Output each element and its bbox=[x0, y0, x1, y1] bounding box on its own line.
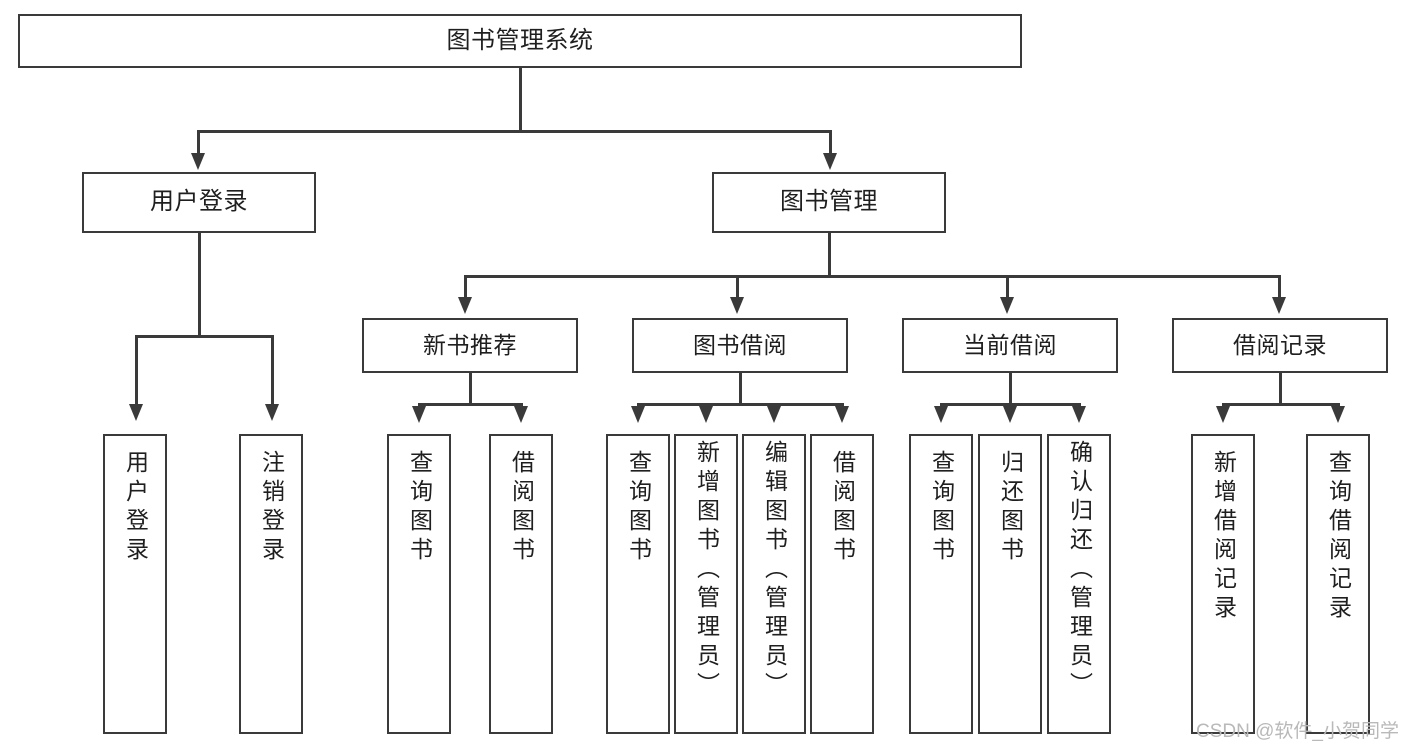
node-leaf-borrow-book-2[interactable]: 借阅图书 bbox=[810, 434, 874, 734]
connector-book-manage-bus bbox=[464, 275, 1280, 278]
node-leaf-return-book[interactable]: 归还图书 bbox=[978, 434, 1042, 734]
arrow-to-leaf-borrow-book-1 bbox=[514, 406, 528, 423]
connector-user-login-stem bbox=[198, 233, 201, 337]
connector-new-book-recommend-bus bbox=[418, 403, 522, 406]
connector-root-to-book-manage bbox=[829, 130, 832, 158]
node-label: 图书管理 bbox=[780, 188, 878, 216]
node-leaf-query-record[interactable]: 查询借阅记录 bbox=[1306, 434, 1370, 734]
arrow-to-leaf-confirm-return bbox=[1072, 406, 1086, 423]
node-label: 新增借阅记录 bbox=[1210, 450, 1237, 624]
node-label: 借阅记录 bbox=[1233, 331, 1327, 358]
node-label: 图书管理系统 bbox=[446, 26, 594, 54]
arrow-to-leaf-add-book bbox=[699, 406, 713, 423]
connector-to-new-book-recommend bbox=[464, 275, 467, 301]
connector-root-stem bbox=[519, 68, 522, 132]
node-label: 用户登录 bbox=[150, 188, 248, 216]
arrow-to-book-borrow bbox=[730, 297, 744, 314]
arrow-root-to-user-login bbox=[191, 153, 205, 170]
connector-to-book-borrow bbox=[736, 275, 739, 301]
node-leaf-edit-book[interactable]: 编辑图书（管理员） bbox=[742, 434, 806, 734]
node-label: 借阅图书 bbox=[508, 450, 535, 566]
node-borrow-record[interactable]: 借阅记录 bbox=[1172, 318, 1388, 373]
node-label: 查询图书 bbox=[406, 450, 433, 566]
node-label: 当前借阅 bbox=[963, 331, 1057, 358]
node-leaf-borrow-book-1[interactable]: 借阅图书 bbox=[489, 434, 553, 734]
node-book-manage[interactable]: 图书管理 bbox=[712, 172, 946, 233]
connector-user-login-drop-2 bbox=[271, 335, 274, 409]
node-leaf-user-login[interactable]: 用户登录 bbox=[103, 434, 167, 734]
csdn-watermark: CSDN @软件_小贺同学 bbox=[1196, 721, 1399, 742]
node-current-borrow[interactable]: 当前借阅 bbox=[902, 318, 1118, 373]
node-leaf-query-book-3[interactable]: 查询图书 bbox=[909, 434, 973, 734]
arrow-to-borrow-record bbox=[1272, 297, 1286, 314]
node-label: 注销登录 bbox=[258, 450, 285, 566]
arrow-to-leaf-query-book-3 bbox=[934, 406, 948, 423]
arrow-to-leaf-user-logout bbox=[265, 404, 279, 421]
arrow-to-current-borrow bbox=[1000, 297, 1014, 314]
node-leaf-add-record[interactable]: 新增借阅记录 bbox=[1191, 434, 1255, 734]
connector-new-book-recommend-stem bbox=[469, 373, 472, 405]
arrow-to-leaf-return-book bbox=[1003, 406, 1017, 423]
node-label: 用户登录 bbox=[122, 450, 149, 566]
arrow-to-leaf-user-login bbox=[129, 404, 143, 421]
node-leaf-user-logout[interactable]: 注销登录 bbox=[239, 434, 303, 734]
arrow-to-leaf-query-book-1 bbox=[412, 406, 426, 423]
node-label: 归还图书 bbox=[997, 450, 1024, 566]
connector-user-login-drop-1 bbox=[135, 335, 138, 409]
node-leaf-query-book-2[interactable]: 查询图书 bbox=[606, 434, 670, 734]
arrow-to-leaf-borrow-book-2 bbox=[835, 406, 849, 423]
node-leaf-add-book[interactable]: 新增图书（管理员） bbox=[674, 434, 738, 734]
node-label: 借阅图书 bbox=[829, 450, 856, 566]
connector-book-borrow-bus bbox=[637, 403, 843, 406]
arrow-to-leaf-add-record bbox=[1216, 406, 1230, 423]
node-new-book-recommend[interactable]: 新书推荐 bbox=[362, 318, 578, 373]
connector-root-bus bbox=[197, 130, 832, 133]
node-label: 查询图书 bbox=[625, 450, 652, 566]
node-leaf-query-book-1[interactable]: 查询图书 bbox=[387, 434, 451, 734]
arrow-to-leaf-query-record bbox=[1331, 406, 1345, 423]
node-label: 确认归还（管理员） bbox=[1066, 440, 1093, 701]
connector-book-borrow-stem bbox=[739, 373, 742, 405]
node-label: 编辑图书（管理员） bbox=[761, 440, 788, 701]
node-label: 新书推荐 bbox=[423, 331, 517, 358]
node-root-system[interactable]: 图书管理系统 bbox=[18, 14, 1022, 68]
node-label: 新增图书（管理员） bbox=[693, 440, 720, 701]
connector-current-borrow-stem bbox=[1009, 373, 1012, 405]
node-leaf-confirm-return[interactable]: 确认归还（管理员） bbox=[1047, 434, 1111, 734]
node-label: 图书借阅 bbox=[693, 331, 787, 358]
arrow-to-leaf-query-book-2 bbox=[631, 406, 645, 423]
node-label: 查询图书 bbox=[928, 450, 955, 566]
node-user-login[interactable]: 用户登录 bbox=[82, 172, 316, 233]
connector-to-current-borrow bbox=[1006, 275, 1009, 301]
node-label: 查询借阅记录 bbox=[1325, 450, 1352, 624]
arrow-root-to-book-manage bbox=[823, 153, 837, 170]
connector-borrow-record-bus bbox=[1222, 403, 1339, 406]
arrow-to-new-book-recommend bbox=[458, 297, 472, 314]
connector-book-manage-stem bbox=[828, 233, 831, 277]
connector-root-to-user-login bbox=[197, 130, 200, 158]
connector-user-login-bus bbox=[135, 335, 273, 338]
node-book-borrow[interactable]: 图书借阅 bbox=[632, 318, 848, 373]
connector-to-borrow-record bbox=[1278, 275, 1281, 301]
arrow-to-leaf-edit-book bbox=[767, 406, 781, 423]
connector-borrow-record-stem bbox=[1279, 373, 1282, 405]
